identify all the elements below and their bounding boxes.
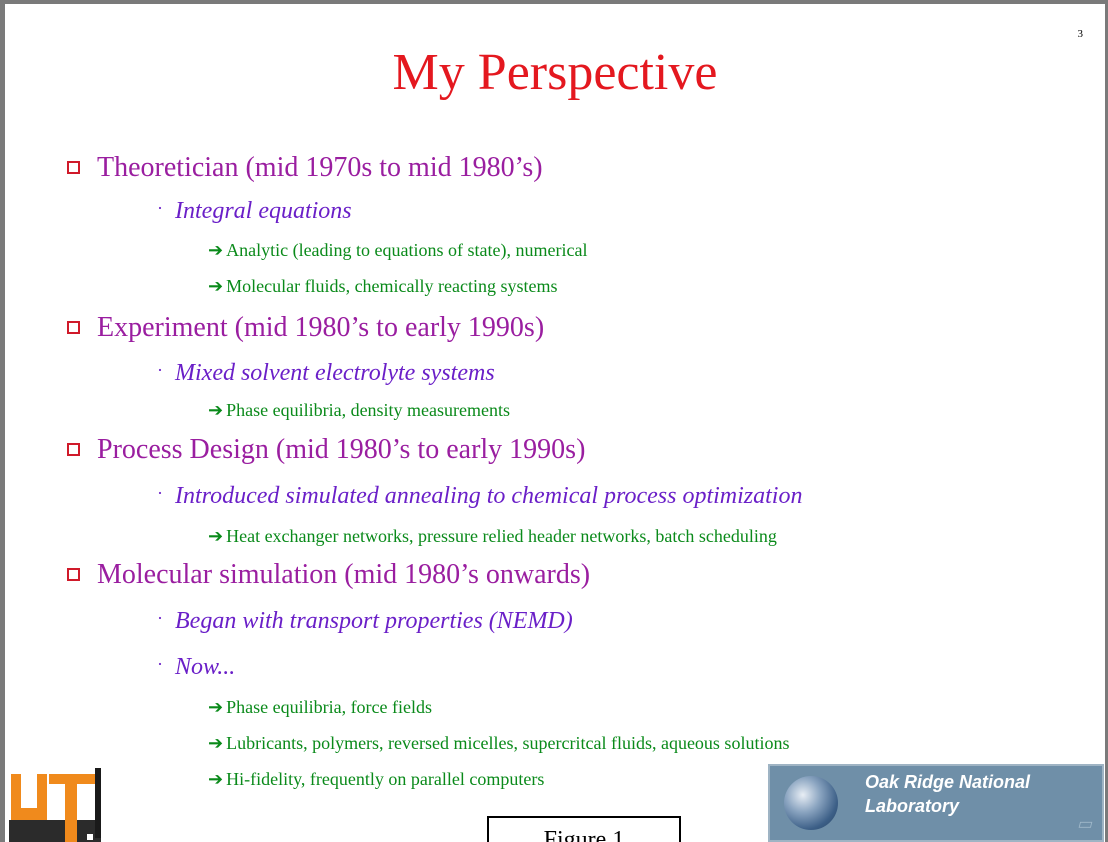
section-heading-text: Experiment (mid 1980’s to early 1990s) xyxy=(97,312,545,343)
ornl-logo: Oak Ridge National Laboratory ▭ xyxy=(768,764,1104,842)
detail-text: Heat exchanger networks, pressure relied… xyxy=(226,526,777,546)
detail-item: ➔Lubricants, polymers, reversed micelles… xyxy=(208,733,789,754)
checkbox-bullet-icon xyxy=(67,443,80,456)
arrow-right-icon: ➔ xyxy=(208,240,224,260)
checkbox-bullet-icon xyxy=(67,161,80,174)
section-heading: Experiment (mid 1980’s to early 1990s) xyxy=(67,312,545,344)
topic-item: · Mixed solvent electrolyte systems xyxy=(157,360,495,387)
section-heading-text: Process Design (mid 1980’s to early 1990… xyxy=(97,434,586,465)
detail-text: Hi-fidelity, frequently on parallel comp… xyxy=(226,769,545,789)
section-heading-text: Theoretician (mid 1970s to mid 1980’s) xyxy=(97,152,543,183)
globe-icon xyxy=(784,776,838,830)
section-heading: Theoretician (mid 1970s to mid 1980’s) xyxy=(67,152,543,184)
detail-item: ➔Analytic (leading to equations of state… xyxy=(208,240,587,261)
detail-text: Phase equilibria, force fields xyxy=(226,697,433,717)
dot-bullet-icon: · xyxy=(157,483,163,503)
ornl-logo-line2: Laboratory xyxy=(865,796,960,816)
slide-title: My Perspective xyxy=(392,44,718,101)
detail-item: ➔Hi-fidelity, frequently on parallel com… xyxy=(208,769,544,790)
detail-text: Phase equilibria, density measurements xyxy=(226,400,511,420)
topic-text: Mixed solvent electrolyte systems xyxy=(175,360,495,386)
arrow-right-icon: ➔ xyxy=(208,400,224,420)
figure-caption-box: Figure 1 xyxy=(487,816,681,842)
section-heading-text: Molecular simulation (mid 1980’s onwards… xyxy=(97,559,591,590)
topic-text: Introduced simulated annealing to chemic… xyxy=(175,483,803,509)
dot-bullet-icon: · xyxy=(157,654,163,674)
detail-text: Analytic (leading to equations of state)… xyxy=(226,240,588,260)
topic-item: · Integral equations xyxy=(157,198,352,225)
dot-bullet-icon: · xyxy=(157,608,163,628)
ornl-logo-line1: Oak Ridge National xyxy=(865,772,1031,792)
ornl-mark-icon: ▭ xyxy=(1076,816,1092,833)
dot-bullet-icon: · xyxy=(157,198,163,218)
detail-item: ➔Phase equilibria, density measurements xyxy=(208,400,510,421)
topic-text: Integral equations xyxy=(175,198,352,224)
section-heading: Process Design (mid 1980’s to early 1990… xyxy=(67,434,586,466)
topic-item: · Now... xyxy=(157,654,236,681)
topic-item: · Began with transport properties (NEMD) xyxy=(157,608,573,635)
arrow-right-icon: ➔ xyxy=(208,697,224,717)
arrow-right-icon: ➔ xyxy=(208,526,224,546)
detail-item: ➔Phase equilibria, force fields xyxy=(208,697,432,718)
university-of-tennessee-logo xyxy=(9,764,101,842)
arrow-right-icon: ➔ xyxy=(208,276,224,296)
detail-text: Lubricants, polymers, reversed micelles,… xyxy=(226,733,790,753)
topic-item: · Introduced simulated annealing to chem… xyxy=(157,483,803,510)
topic-text: Began with transport properties (NEMD) xyxy=(175,608,573,634)
arrow-right-icon: ➔ xyxy=(208,769,224,789)
arrow-right-icon: ➔ xyxy=(208,733,224,753)
detail-text: Molecular fluids, chemically reacting sy… xyxy=(226,276,558,296)
topic-text: Now... xyxy=(175,654,236,680)
checkbox-bullet-icon xyxy=(67,321,80,334)
detail-item: ➔Heat exchanger networks, pressure relie… xyxy=(208,526,777,547)
checkbox-bullet-icon xyxy=(67,568,80,581)
section-heading: Molecular simulation (mid 1980’s onwards… xyxy=(67,559,591,591)
dot-bullet-icon: · xyxy=(157,360,163,380)
detail-item: ➔Molecular fluids, chemically reacting s… xyxy=(208,276,558,297)
page-number: 3 xyxy=(1077,28,1084,40)
ut-logo-icon xyxy=(9,764,101,842)
